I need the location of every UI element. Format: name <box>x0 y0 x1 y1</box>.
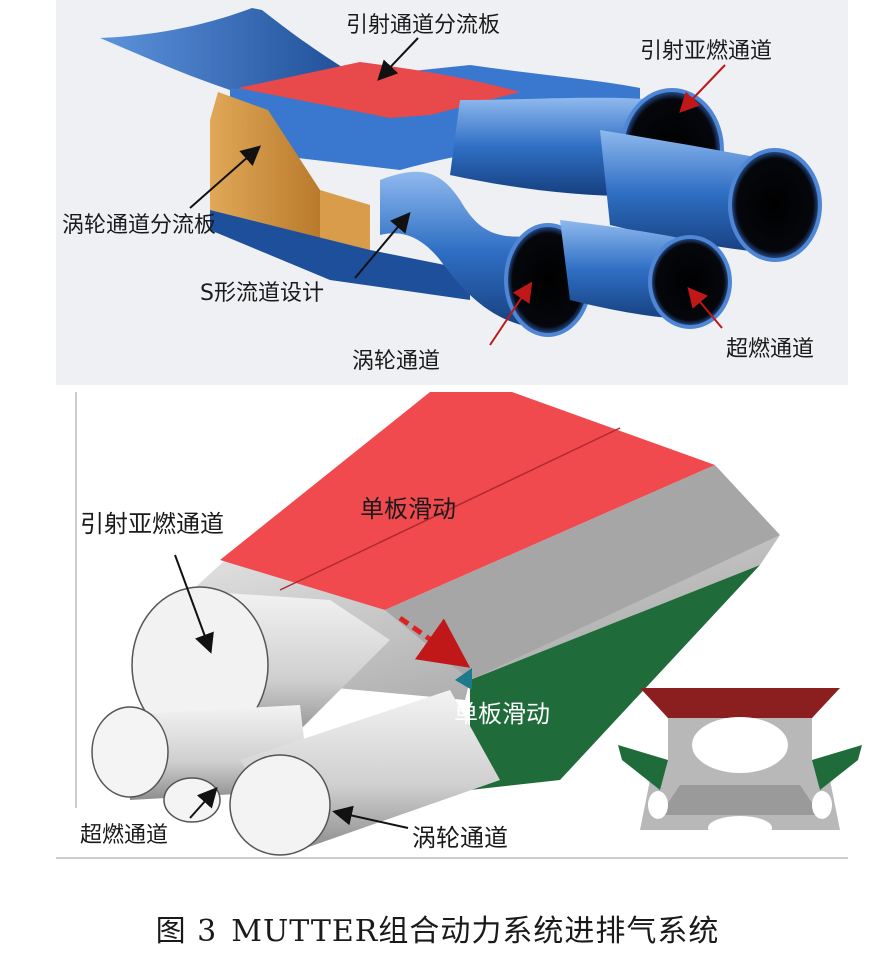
leader-scramjet-pipe <box>189 787 218 819</box>
leader-turbine-pipe <box>332 805 409 829</box>
leader-ejector-splitter <box>377 37 419 81</box>
label-plate-slide-top: 单板滑动 <box>360 495 456 523</box>
slide-direction-arrow <box>398 615 471 668</box>
inset-lower-trapezoid <box>660 785 820 815</box>
figure-number: 图 3 <box>155 914 218 949</box>
plate-hinge-marker <box>455 668 472 690</box>
leader-scramjet-channel <box>687 286 723 329</box>
label-scramjet-channel-top: 超燃通道 <box>726 337 814 362</box>
ejector-splitter-plate <box>238 62 520 118</box>
turbine-pipe-outlet <box>229 754 331 856</box>
turbine-splitter-wall <box>210 92 320 245</box>
inset-left-plate <box>618 745 668 790</box>
label-plate-slide-side: 单板滑动 <box>454 700 550 728</box>
inset-right-plate <box>812 745 862 790</box>
bottom-panel: 引射亚燃通道 单板滑动 单板滑动 超燃通道 涡轮通道 <box>56 392 862 859</box>
leader-s-duct <box>354 211 411 279</box>
label-scramjet-channel-bottom: 超燃通道 <box>80 823 168 848</box>
leader-ejector-subcombustion <box>679 64 726 113</box>
inset-top-plate <box>640 688 840 718</box>
figure-canvas: 引射通道分流板 引射亚燃通道 涡轮通道分流板 S形流道设计 涡轮通道 超燃通道 <box>56 0 862 859</box>
grey-top-strip <box>385 465 780 680</box>
label-ejector-subcombustion-bottom: 引射亚燃通道 <box>80 510 224 538</box>
leader-ejector-pipe <box>174 554 214 654</box>
cross-section-inset <box>618 688 862 840</box>
label-turbine-channel-top: 涡轮通道 <box>352 349 440 374</box>
label-turbine-splitter: 涡轮通道分流板 <box>62 213 216 238</box>
label-ejector-subcombustion-top: 引射亚燃通道 <box>640 39 772 64</box>
leader-turbine-splitter <box>189 145 261 209</box>
ejector-duct-2-outlet <box>728 148 822 262</box>
figure-title: MUTTER组合动力系统进排气系统 <box>231 914 720 949</box>
sliding-plate-side <box>470 565 760 790</box>
upper-intake-surface <box>100 8 360 90</box>
label-turbine-channel-bottom: 涡轮通道 <box>412 824 508 852</box>
inset-right-hole <box>812 791 832 819</box>
top-panel: 引射通道分流板 引射亚燃通道 涡轮通道分流板 S形流道设计 涡轮通道 超燃通道 <box>56 0 848 385</box>
scramjet-pipe-outlet-left <box>91 706 169 798</box>
inset-upper-hole <box>692 717 788 773</box>
label-ejector-splitter: 引射通道分流板 <box>346 13 500 38</box>
label-s-duct: S形流道设计 <box>200 281 324 306</box>
leader-turbine-channel <box>489 281 533 346</box>
sliding-plate-top-seam <box>279 427 621 591</box>
inset-left-hole <box>648 791 668 819</box>
figure-caption: 图 3 MUTTER组合动力系统进排气系统 <box>0 906 889 950</box>
scramjet-channel-outlet <box>648 235 732 329</box>
turbine-splitter-wall-front <box>320 190 370 250</box>
inset-lower-hole <box>708 816 772 840</box>
front-lower-body <box>210 210 470 300</box>
